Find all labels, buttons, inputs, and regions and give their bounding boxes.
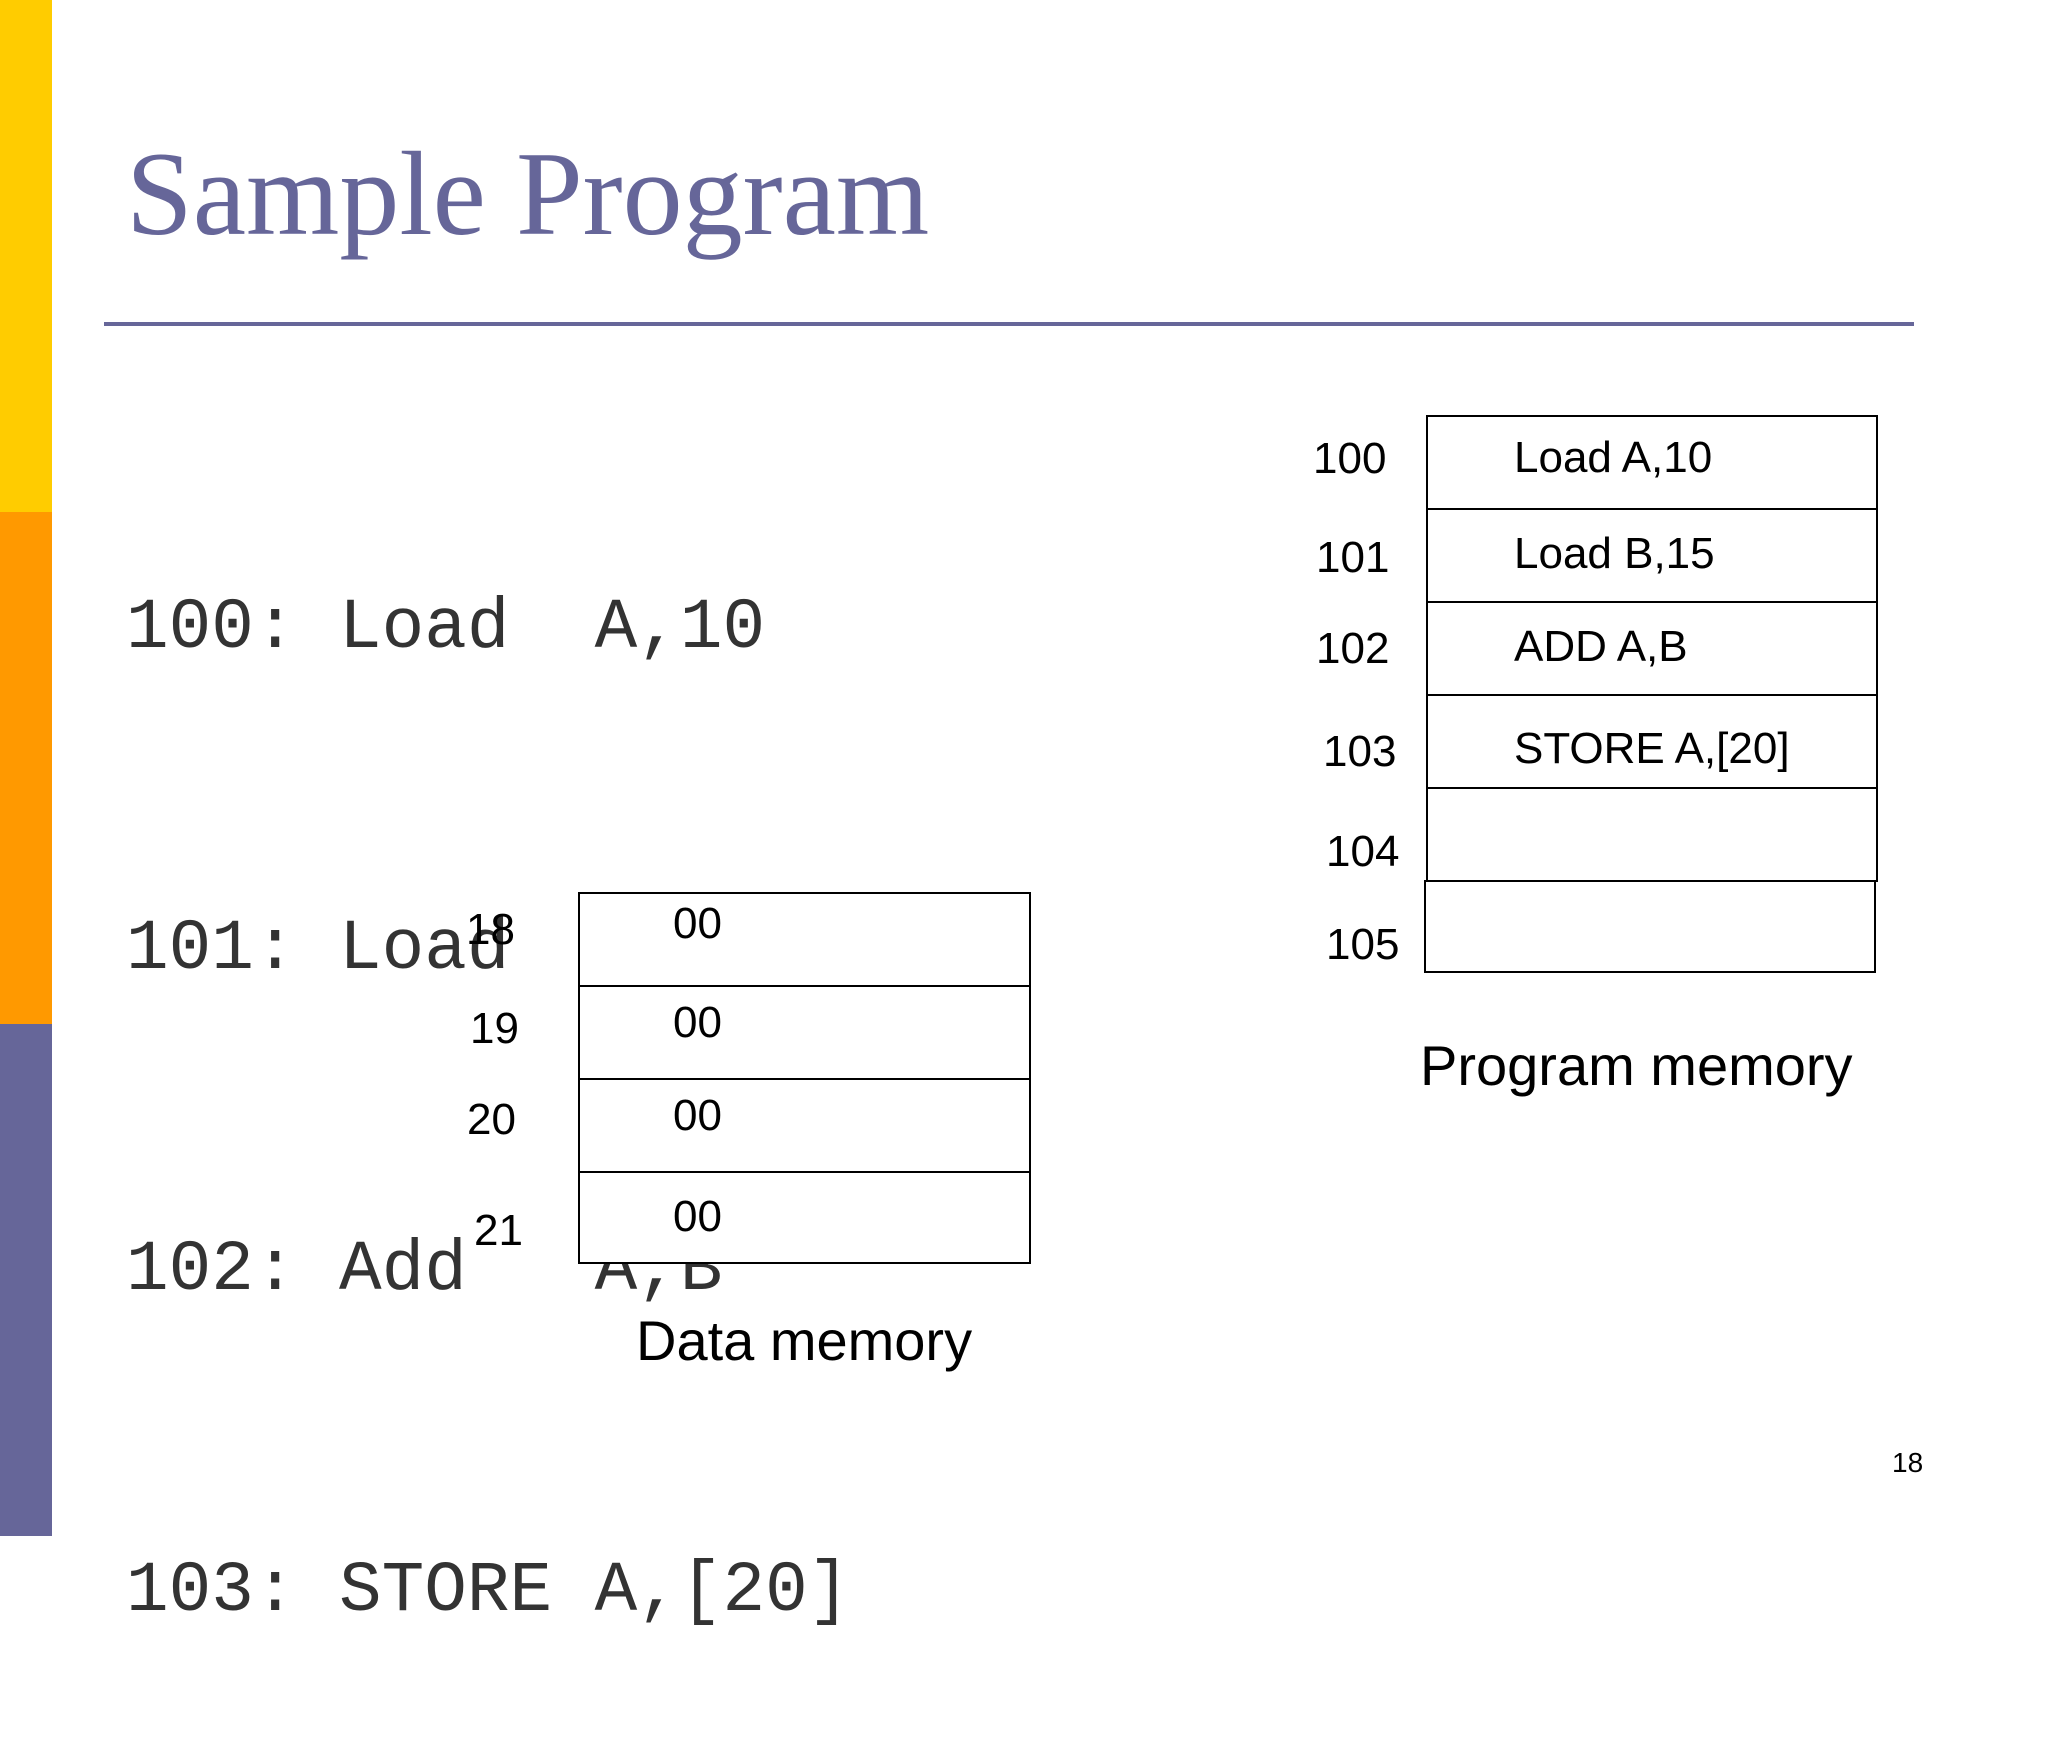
program-memory-address-105: 105 [1326, 920, 1400, 969]
program-memory-cell-content: Load B,15 [1514, 529, 1715, 578]
program-memory-cell [1426, 787, 1878, 882]
program-memory-cell-content: STORE A,[20] [1514, 724, 1790, 773]
program-memory-cell [1424, 880, 1876, 973]
program-memory-address-100: 100 [1313, 434, 1387, 483]
page-number: 18 [1892, 1447, 1924, 1478]
program-memory-cell-content: Load A,10 [1514, 433, 1713, 482]
program-memory-cell-content: ADD A,B [1514, 622, 1688, 671]
side-bar-yellow-segment [0, 0, 52, 512]
side-bar-orange-segment [0, 512, 52, 1024]
program-memory-address-103: 103 [1323, 727, 1397, 776]
data-memory-cell: 00 [578, 892, 1031, 987]
data-memory-cell: 00 [578, 985, 1031, 1080]
data-memory-cell: 00 [578, 1171, 1031, 1264]
program-memory-cell: ADD A,B [1426, 601, 1878, 696]
program-memory-label: Program memory [1420, 1034, 1853, 1097]
data-memory-address-20: 20 [467, 1095, 516, 1144]
data-memory-cell: 00 [578, 1078, 1031, 1173]
program-memory-address-104: 104 [1326, 827, 1400, 876]
program-memory-address-101: 101 [1316, 533, 1390, 582]
data-memory-address-21: 21 [474, 1206, 523, 1255]
title-divider [104, 322, 1914, 326]
data-memory-address-19: 19 [470, 1004, 519, 1053]
data-memory-address-18: 18 [466, 905, 515, 954]
program-memory-cell: Load B,15 [1426, 508, 1878, 603]
code-line-103: 103: STORE A,[20] [126, 1552, 851, 1632]
data-memory-cell-content: 00 [673, 899, 722, 948]
data-memory-cell-content: 00 [673, 998, 722, 1047]
code-line-100: 100: Load A,10 [126, 589, 766, 669]
data-memory-label: Data memory [636, 1309, 973, 1372]
program-memory-address-102: 102 [1316, 624, 1390, 673]
data-memory-cell-content: 00 [673, 1091, 722, 1140]
data-memory-cell-content: 00 [673, 1192, 722, 1241]
slide-title: Sample Program [126, 127, 930, 260]
program-memory-cell: STORE A,[20] [1426, 694, 1878, 789]
program-memory-cell: Load A,10 [1426, 415, 1878, 510]
side-bar-purple-segment [0, 1024, 52, 1536]
